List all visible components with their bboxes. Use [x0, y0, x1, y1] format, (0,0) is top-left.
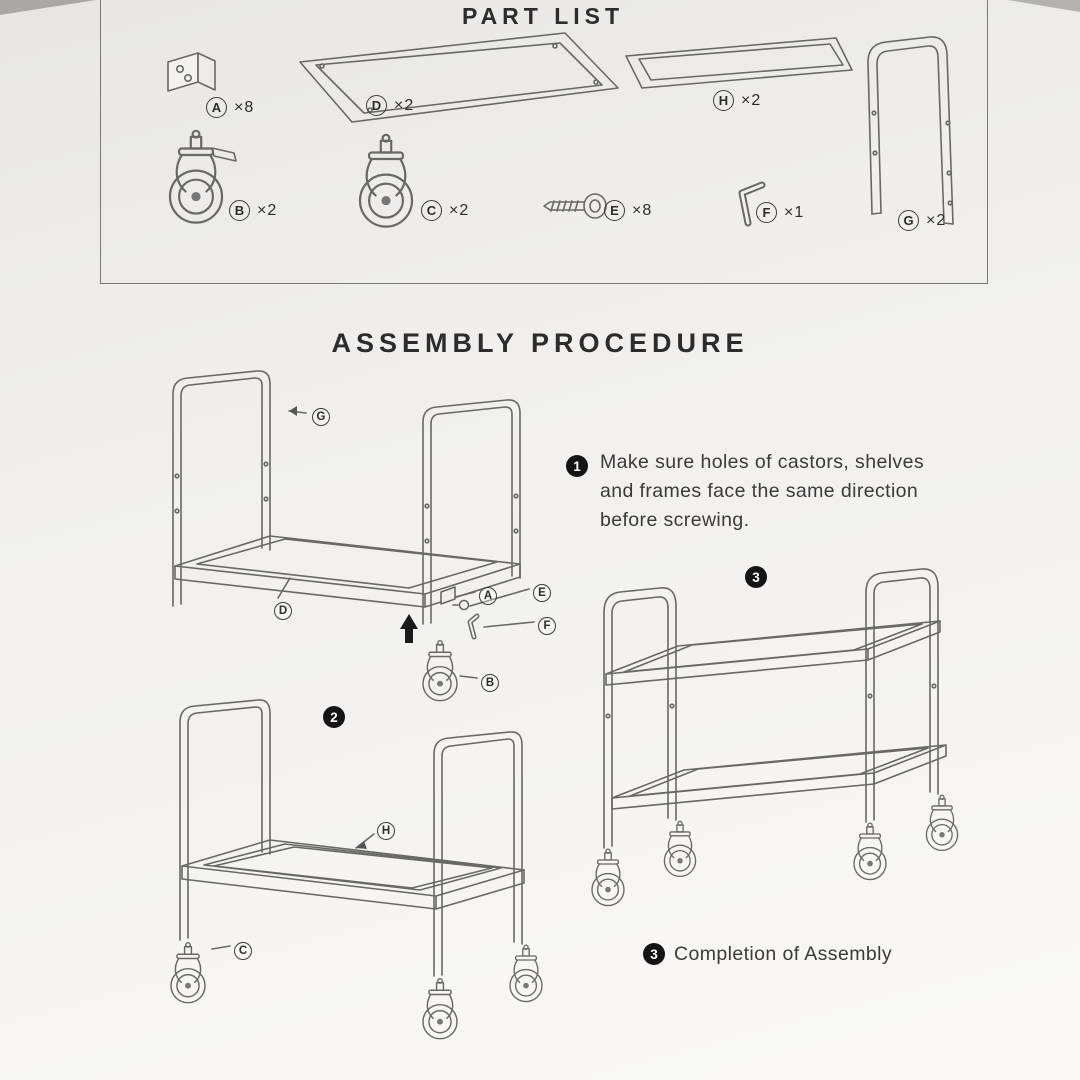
assembly-title: ASSEMBLY PROCEDURE: [331, 328, 749, 358]
arrow-head-h: [356, 841, 367, 849]
part-letter-c: C: [421, 200, 442, 221]
callout-h: H: [377, 822, 395, 840]
part-label-h: H ×2: [713, 90, 761, 111]
completion-badge: 3: [643, 943, 665, 965]
part-qty-g: ×2: [926, 211, 947, 229]
part-letter-d: D: [366, 95, 387, 116]
paper-corner-shadow-right: [1008, 0, 1080, 12]
callout-b: B: [481, 674, 499, 692]
part-label-c: C ×2: [421, 200, 469, 221]
part-d-shelf-icon: [299, 32, 619, 123]
part-qty-a: ×8: [234, 98, 255, 116]
step1-text-line2: and frames face the same direction: [600, 480, 919, 502]
callout-e: E: [533, 584, 551, 602]
completion-text: Completion of Assembly: [674, 943, 892, 965]
part-letter-e: E: [604, 200, 625, 221]
part-letter-b: B: [229, 200, 250, 221]
part-g-handle-icon: [867, 36, 954, 225]
step1-diagram: [172, 370, 535, 702]
part-c-caster-icon: [358, 133, 414, 228]
part-qty-f: ×1: [784, 203, 805, 221]
part-b-caster-brake-icon: [168, 129, 237, 224]
callout-c: C: [234, 942, 252, 960]
step1-badge: 1: [566, 455, 588, 477]
part-qty-c: ×2: [449, 201, 470, 219]
paper-corner-shadow-left: [0, 0, 96, 15]
callout-d: D: [274, 602, 292, 620]
part-label-e: E ×8: [604, 200, 652, 221]
part-letter-a: A: [206, 97, 227, 118]
callout-a: A: [479, 587, 497, 605]
step1-text-line3: before screwing.: [600, 509, 750, 531]
part-letter-f: F: [756, 202, 777, 223]
part-label-g: G ×2: [898, 210, 946, 231]
part-letter-g: G: [898, 210, 919, 231]
step1-text-line1: Make sure holes of castors, shelves: [600, 451, 924, 473]
part-label-d: D ×2: [366, 95, 414, 116]
step2-diagram: [170, 699, 543, 1040]
part-h-frame-icon: [625, 37, 853, 89]
part-label-a: A ×8: [206, 97, 254, 118]
part-qty-d: ×2: [394, 96, 415, 114]
step2-badge: 2: [323, 706, 345, 728]
part-letter-h: H: [713, 90, 734, 111]
callout-g: G: [312, 408, 330, 426]
step3-diagram: [591, 568, 959, 907]
part-label-f: F ×1: [756, 202, 804, 223]
up-arrow-icon: [400, 614, 418, 643]
step3-badge: 3: [745, 566, 767, 588]
part-list-box: [100, 0, 988, 284]
callout-f: F: [538, 617, 556, 635]
part-f-allen-key-icon: [738, 181, 766, 227]
part-qty-e: ×8: [632, 201, 653, 219]
part-a-bracket-icon: [167, 52, 216, 92]
part-qty-h: ×2: [741, 91, 762, 109]
part-label-b: B ×2: [229, 200, 277, 221]
part-e-screw-icon: [543, 193, 607, 219]
arrow-head-g: [289, 406, 297, 416]
part-list-title: PART LIST: [461, 3, 625, 29]
part-qty-b: ×2: [257, 201, 278, 219]
